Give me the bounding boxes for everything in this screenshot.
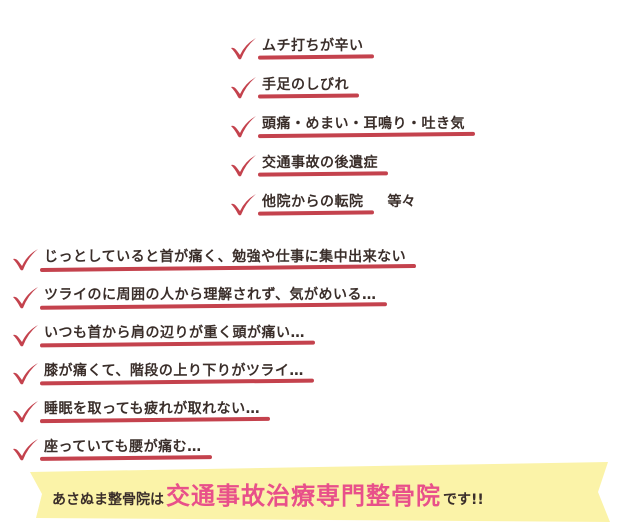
checkmark-icon	[228, 35, 258, 61]
list-item: 膝が痛くて、階段の上り下りがツライ…	[10, 348, 412, 386]
checkmark-icon	[228, 191, 258, 217]
underline	[39, 264, 417, 272]
checkmark-icon	[228, 74, 258, 100]
list-item: じっとしていると首が痛く、勉強や仕事に集中出来ない	[10, 234, 417, 272]
symptom-label: 他院からの転院	[262, 194, 364, 210]
symptom-label: じっとしていると首が痛く、勉強や仕事に集中出来ない	[44, 249, 407, 265]
checkmark-icon	[228, 113, 258, 139]
bottom-symptom-list: じっとしていると首が痛く、勉強や仕事に集中出来ない ツライのに周囲の人から理解さ…	[10, 234, 417, 462]
underline	[257, 171, 389, 177]
etc-suffix: 等々	[387, 194, 416, 210]
checkmark-icon	[10, 436, 40, 462]
underline	[257, 131, 476, 139]
underline	[39, 378, 314, 386]
list-item: 交通事故の後遺症	[228, 139, 471, 178]
symptom-label: 座っていても腰が痛む…	[44, 439, 202, 455]
list-item: ムチ打ちが辛い	[228, 22, 471, 61]
list-item: 頭痛・めまい・耳鳴り・吐き気	[228, 100, 476, 139]
list-item: 座っていても腰が痛む…	[10, 424, 412, 462]
checkmark-icon	[10, 322, 40, 348]
underline	[39, 455, 212, 461]
top-symptom-list: ムチ打ちが辛い 手足のしびれ 頭痛・めまい・耳鳴り・吐き気 交通事故の後遺症 他…	[228, 22, 476, 217]
banner-prefix: あさぬま整骨院は	[52, 492, 164, 508]
underline	[257, 93, 360, 99]
list-item: 睡眠を取っても疲れが取れない…	[10, 386, 412, 424]
symptom-label: いつも首から肩の辺りが重く頭が痛い…	[44, 325, 305, 341]
checkmark-icon	[10, 284, 40, 310]
banner-highlight: 交通事故治療専門整骨院	[166, 482, 441, 510]
banner-message: あさぬま整骨院は 交通事故治療専門整骨院 です!!	[52, 476, 484, 511]
underline	[39, 302, 387, 310]
list-item: 他院からの転院 等々	[228, 178, 471, 217]
clinic-banner: あさぬま整骨院は 交通事故治療専門整骨院 です!!	[28, 462, 612, 524]
checkmark-icon	[228, 152, 258, 178]
symptom-label: ムチ打ちが辛い	[262, 38, 364, 54]
symptom-label: 膝が痛くて、階段の上り下りがツライ…	[44, 363, 304, 379]
banner-suffix: です!!	[443, 492, 484, 508]
checkmark-icon	[10, 360, 40, 386]
symptom-label: ツライのに周囲の人から理解されず、気がめいる…	[44, 287, 377, 303]
checkmark-icon	[10, 398, 40, 424]
underline	[39, 340, 316, 348]
symptom-label: 頭痛・めまい・耳鳴り・吐き気	[262, 116, 465, 132]
underline	[257, 210, 374, 216]
list-item: いつも首から肩の辺りが重く頭が痛い…	[10, 310, 412, 348]
symptom-label: 睡眠を取っても疲れが取れない…	[44, 401, 261, 417]
symptom-label: 手足のしびれ	[262, 77, 349, 93]
checkmark-icon	[10, 246, 40, 272]
underline	[257, 54, 374, 60]
underline	[39, 416, 271, 424]
list-item: 手足のしびれ	[228, 61, 471, 100]
banner-background	[30, 462, 610, 522]
symptom-label: 交通事故の後遺症	[262, 155, 378, 171]
list-item: ツライのに周囲の人から理解されず、気がめいる…	[10, 272, 412, 310]
